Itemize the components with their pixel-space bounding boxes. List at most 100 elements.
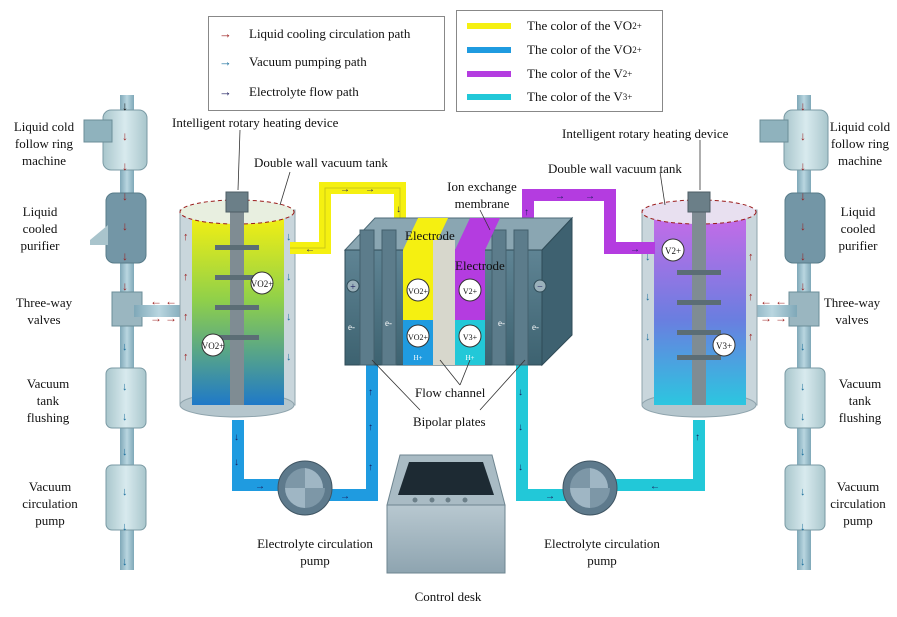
right-equipment-column: ↓ ↓ ↓ ↓ ↓ ↓ ↓ ← ← → → ↓ ↓ ↓ ↓ ↓ ↓ ↓	[747, 95, 829, 570]
left-heater-label: Intelligent rotary heating device	[172, 115, 339, 130]
control-desk-screen	[398, 462, 494, 495]
right-ion-badge-top	[661, 238, 685, 262]
svg-text:↓: ↓	[234, 432, 239, 443]
vo2plusplus-swatch	[467, 47, 511, 53]
svg-text:↑: ↑	[368, 462, 373, 473]
svg-text:↓: ↓	[122, 99, 128, 113]
svg-text:↓: ↓	[286, 271, 292, 283]
right-tank-cooling-arrows: ↓ ↓ ↓ ↑ ↑ ↑	[645, 251, 754, 343]
svg-text:↓: ↓	[122, 189, 128, 203]
right-pump-label: Vacuum circulation pump	[830, 479, 886, 528]
svg-text:↓: ↓	[396, 204, 401, 215]
left-pump-label: Vacuum circulation pump	[22, 479, 78, 528]
svg-text:↓: ↓	[800, 556, 806, 568]
v3plus-swatch	[467, 94, 511, 100]
legend-item-cooling: → Liquid cooling circulation path	[219, 23, 410, 45]
flow-cell-stack: VO2+ VO2+ V2+ V3+ H+ H+ + − e- e- e- e-	[343, 216, 574, 367]
leader-lines	[237, 129, 701, 411]
left-vacuum-tank: ↑ ↑ ↑ ↑ ↓ ↓ ↓ ↓ VO2+ VO2+	[179, 191, 296, 418]
left-equipment-column: ↓ ↓ ↓ ↓ ↓ ↓ ↓ ← ← → → ↓ ↓ ↓ ↓ ↓ ↓ ↓	[83, 95, 184, 570]
svg-text:→: →	[340, 184, 350, 195]
svg-text:↓: ↓	[800, 219, 806, 233]
legend-vacuum-label: Vacuum pumping path	[249, 54, 367, 69]
svg-text:↓: ↓	[800, 411, 806, 423]
right-heater-label: Intelligent rotary heating device	[562, 126, 729, 141]
left-electrolyte-pump	[277, 460, 333, 516]
right-ec-pump-label: Electrolyte circulation pump	[544, 536, 660, 568]
svg-text:↓: ↓	[645, 291, 651, 303]
cell-plus-terminal: +	[350, 282, 356, 293]
svg-text:→: →	[775, 311, 787, 325]
electrolyte-arrow-icon: →	[219, 84, 232, 99]
svg-text:↓: ↓	[800, 159, 806, 173]
left-ion-badge-top	[250, 271, 274, 295]
svg-text:←: ←	[165, 294, 177, 308]
right-heater-blades	[677, 270, 721, 360]
bipolar-plates-label: Bipolar plates	[413, 414, 486, 429]
legend-vo2plusplus-label: The color of the VO	[527, 42, 633, 57]
left-purifier-label: Liquid cooled purifier	[20, 204, 60, 253]
svg-text:↑: ↑	[748, 331, 754, 343]
svg-text:↓: ↓	[122, 341, 128, 353]
legend-cooling-label: Liquid cooling circulation path	[249, 26, 411, 41]
svg-text:↑: ↑	[748, 291, 754, 303]
svg-text:↓: ↓	[800, 189, 806, 203]
svg-text:←: ←	[760, 294, 772, 308]
svg-text:←: ←	[305, 244, 315, 255]
right-bottom-electrolyte-pipe: ↓ ↓ ↓ → ← ↑	[516, 365, 705, 502]
cell-ion-vo2pp: VO2+	[408, 333, 429, 342]
left-follow-ring-label: Liquid cold follow ring machine	[13, 119, 75, 168]
svg-text:↓: ↓	[800, 279, 806, 293]
svg-text:↓: ↓	[800, 381, 806, 393]
cell-ion-v2: V2+	[463, 287, 478, 296]
svg-text:→: →	[165, 311, 177, 325]
left-flushing-tank	[105, 367, 147, 429]
left-top-electrolyte-pipe: ← → → ↓	[290, 182, 406, 255]
right-vacuum-arrows: ↓ ↓ ↓ ↓ ↓ ↓ ↓	[800, 341, 806, 568]
cooling-arrow-icon: →	[219, 26, 232, 41]
svg-text:↓: ↓	[645, 251, 651, 263]
cell-ion-v3: V3+	[463, 333, 478, 342]
bipolar-plate-fins	[359, 229, 529, 366]
svg-text:→: →	[150, 311, 162, 325]
left-follow-ring-port	[83, 119, 113, 143]
svg-text:→: →	[340, 491, 350, 502]
svg-text:↓: ↓	[122, 381, 128, 393]
svg-text:↓: ↓	[122, 411, 128, 423]
left-bottom-electrolyte-pipe: ↓ ↓ → → ↑ ↑ ↑	[232, 365, 378, 502]
legend-v3plus-label: The color of the V	[527, 89, 623, 104]
svg-text:↓: ↓	[800, 521, 806, 533]
svg-text:→: →	[255, 481, 265, 492]
legend-item-electrolyte: → Electrolyte flow path	[219, 81, 359, 103]
right-heater-motor	[687, 191, 711, 213]
legend-vo2plus-label: The color of the VO	[527, 18, 633, 33]
svg-text:→: →	[630, 244, 640, 255]
right-follow-ring-port	[759, 119, 789, 143]
svg-text:↓: ↓	[800, 341, 806, 353]
right-vacuum-pump-body	[784, 464, 826, 531]
svg-text:↑: ↑	[748, 251, 754, 263]
electrode-left-label: Electrode	[405, 228, 455, 243]
left-purifier-fin	[90, 225, 108, 245]
flow-channel-label: Flow channel	[415, 385, 486, 400]
svg-text:↑: ↑	[524, 207, 529, 218]
svg-text:↑: ↑	[183, 231, 189, 243]
svg-text:↓: ↓	[800, 249, 806, 263]
svg-text:↓: ↓	[286, 311, 292, 323]
svg-text:↑: ↑	[368, 387, 373, 398]
left-heater-blades	[215, 245, 259, 340]
ion-exchange-membrane	[433, 240, 455, 365]
right-purifier-label: Liquid cooled purifier	[838, 204, 878, 253]
svg-text:↓: ↓	[122, 129, 128, 143]
left-tank-cooling-arrows: ↑ ↑ ↑ ↑ ↓ ↓ ↓ ↓	[183, 231, 292, 363]
svg-text:→: →	[545, 491, 555, 502]
control-desk-label: Control desk	[414, 589, 482, 604]
right-cooling-arrows: ↓ ↓ ↓ ↓ ↓ ↓ ↓ ← ← → →	[760, 99, 806, 325]
svg-text:↑: ↑	[183, 271, 189, 283]
svg-text:↓: ↓	[800, 446, 806, 458]
cell-h-plus-left: H+	[413, 354, 422, 362]
svg-text:↑: ↑	[183, 311, 189, 323]
